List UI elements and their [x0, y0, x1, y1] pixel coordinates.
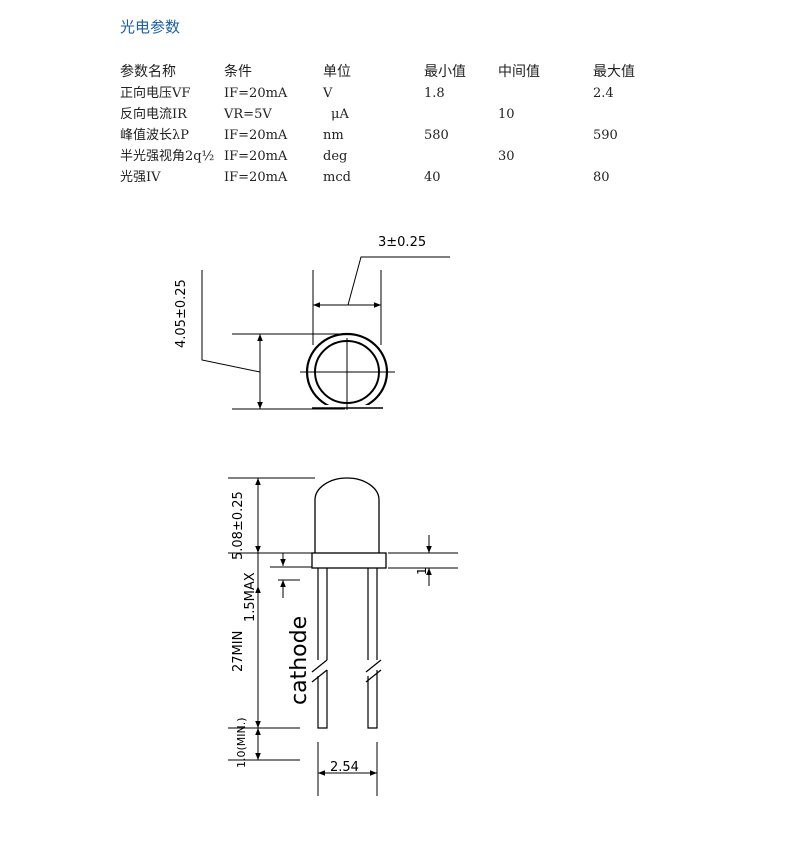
table-cell: IF=20mA — [224, 170, 288, 185]
led-flange — [311, 552, 387, 569]
lead-left-lower — [317, 670, 328, 729]
table-cell: 1.8 — [424, 86, 445, 101]
page-title: 光电参数 — [120, 18, 181, 36]
dim-lead-length: 27MIN — [231, 631, 246, 672]
table-cell: 2.4 — [593, 86, 614, 101]
table-cell: 反向电流IR — [120, 107, 187, 122]
table-cell: 80 — [593, 170, 610, 185]
table-cell: 半光强视角2q½ — [120, 149, 215, 164]
led-dome — [314, 477, 380, 553]
lead-right-lower — [367, 670, 378, 729]
cathode-label: cathode — [287, 616, 312, 705]
table-cell: IF=20mA — [224, 86, 288, 101]
dim-tip-length: 1.0(MIN.) — [235, 717, 248, 768]
table-cell: 30 — [498, 149, 515, 164]
dim-flange-max: 1.5MAX — [243, 572, 258, 622]
header-cell: 最大值 — [593, 64, 635, 80]
dim-top-height: 4.05±0.25 — [174, 279, 189, 348]
table-cell: deg — [323, 149, 348, 164]
table-cell: 光强IV — [120, 170, 161, 185]
table-cell: 正向电压VF — [120, 86, 191, 101]
header-cell: 中间值 — [498, 64, 540, 80]
header-cell: 单位 — [323, 64, 351, 80]
table-cell: 590 — [593, 128, 618, 143]
table-row: 半光强视角2q½ IF=20mA deg 30 — [118, 146, 655, 167]
dim-lead-pitch: 2.54 — [330, 760, 359, 775]
header-cell: 条件 — [224, 64, 252, 80]
table-cell: μA — [331, 107, 349, 122]
table-cell: VR=5V — [224, 107, 272, 122]
dim-flange-thickness: 1 — [415, 567, 429, 575]
table-cell: 峰值波长λP — [120, 128, 189, 143]
table-row: 反向电流IR VR=5V μA 10 — [118, 104, 655, 125]
parameter-table: 参数名称 条件 单位 最小值 中间值 最大值 正向电压VF IF=20mA V … — [118, 62, 655, 188]
table-row: 峰值波长λP IF=20mA nm 580 590 — [118, 125, 655, 146]
top-view — [201, 256, 450, 413]
table-cell: 580 — [424, 128, 449, 143]
table-header-row: 参数名称 条件 单位 最小值 中间值 最大值 — [118, 62, 655, 83]
table-cell: nm — [323, 128, 344, 143]
table-cell: V — [323, 86, 333, 101]
header-cell: 最小值 — [424, 64, 466, 80]
table-cell: 40 — [424, 170, 441, 185]
table-cell: IF=20mA — [224, 128, 288, 143]
side-view — [228, 477, 458, 796]
table-cell: mcd — [323, 170, 351, 185]
header-cell: 参数名称 — [120, 64, 176, 80]
table-cell: 10 — [498, 107, 515, 122]
dim-top-width: 3±0.25 — [378, 235, 426, 250]
dim-dome-height: 5.08±0.25 — [231, 491, 246, 560]
lead-right-upper — [367, 568, 378, 660]
lead-left-upper — [317, 568, 328, 660]
table-row: 正向电压VF IF=20mA V 1.8 2.4 — [118, 83, 655, 104]
table-row: 光强IV IF=20mA mcd 40 80 — [118, 167, 655, 188]
table-cell: IF=20mA — [224, 149, 288, 164]
